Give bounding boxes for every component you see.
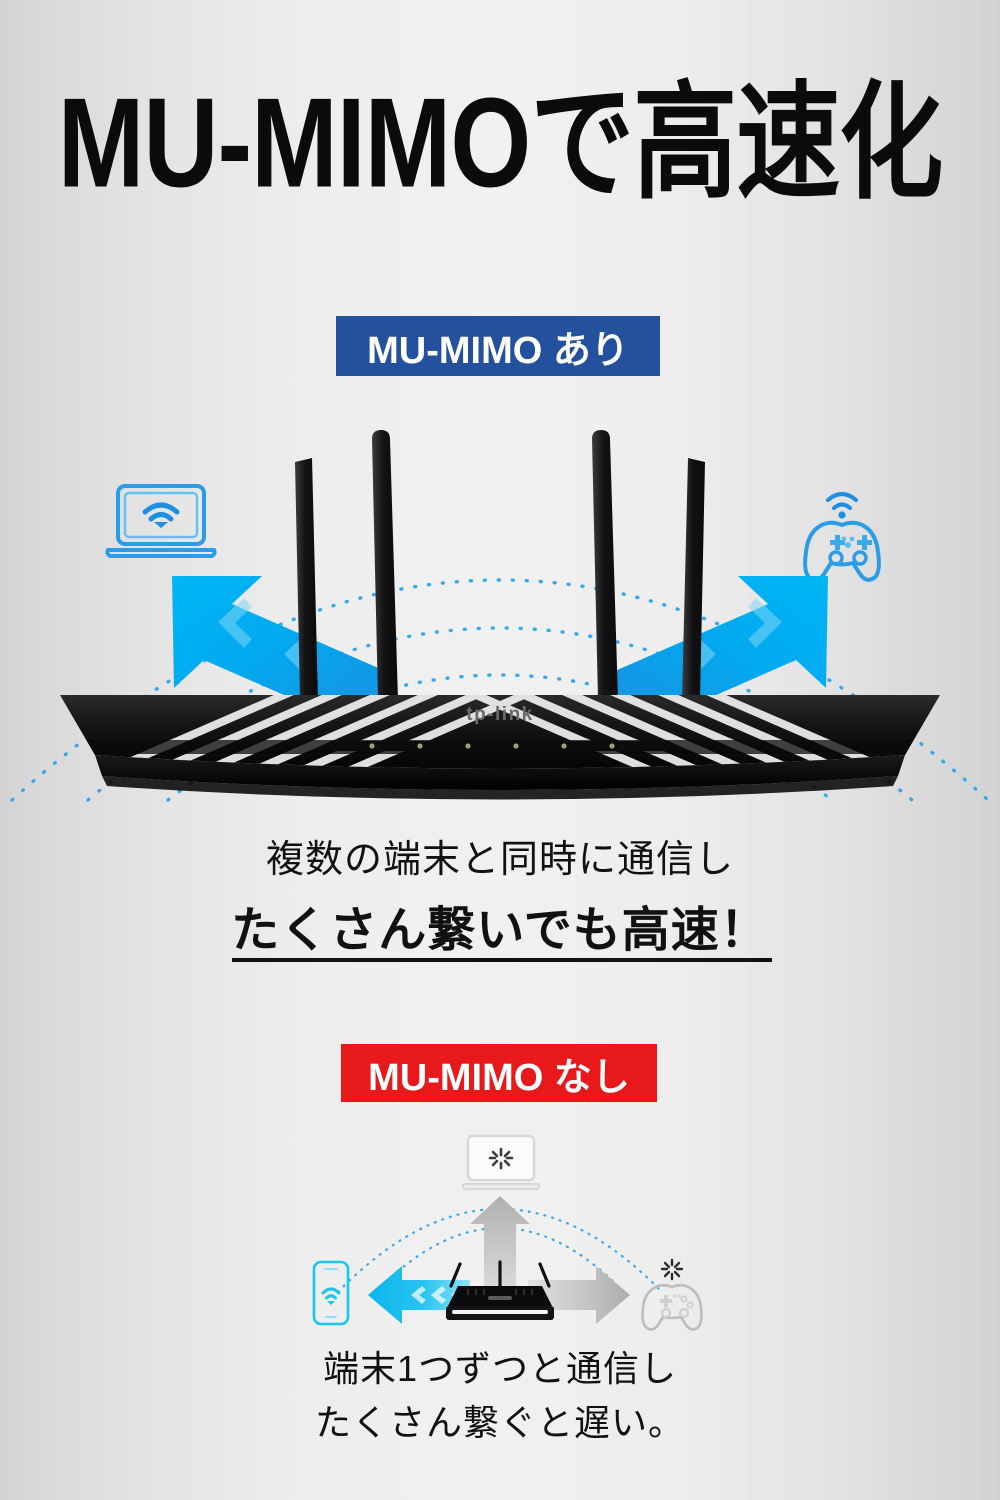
tp-link-brand-logo: tp-link bbox=[466, 704, 534, 725]
router-vent-pattern bbox=[60, 695, 940, 769]
badge-mu-mimo-enabled-label: MU-MIMO あり bbox=[367, 329, 629, 372]
router-antennas bbox=[295, 430, 705, 700]
gamepad-loading-icon bbox=[641, 1258, 703, 1331]
section-divider bbox=[232, 958, 772, 962]
laptop-loading-icon bbox=[462, 1134, 540, 1191]
basic-wireless-router-device bbox=[446, 1260, 554, 1320]
badge-mu-mimo-disabled-label: MU-MIMO なし bbox=[368, 1056, 630, 1099]
page-title: MU-MIMOで高速化 bbox=[57, 73, 943, 215]
loading-spinner-icon bbox=[660, 1258, 684, 1281]
mu-mimo-disabled-illustration bbox=[312, 1134, 703, 1331]
laptop-wifi-icon bbox=[105, 484, 217, 558]
wireless-router-device: tp-link bbox=[60, 695, 940, 800]
badge-mu-mimo-enabled: MU-MIMO あり bbox=[336, 316, 660, 376]
mu-mimo-enabled-illustration: tp-link bbox=[10, 430, 990, 802]
gamepad-wifi-icon bbox=[803, 492, 881, 582]
loading-spinner-icon bbox=[488, 1147, 514, 1170]
caption-without-mu-mimo-line1: 端末1つずつと通信し bbox=[322, 1348, 678, 1389]
caption-with-mu-mimo-line2: たくさん繋いでも高速！ bbox=[231, 904, 769, 957]
smartphone-wifi-icon bbox=[312, 1260, 350, 1326]
caption-with-mu-mimo-line1: 複数の端末と同時に通信し bbox=[265, 839, 734, 881]
caption-without-mu-mimo-line2: たくさん繋ぐと遅い。 bbox=[314, 1402, 685, 1443]
badge-mu-mimo-disabled: MU-MIMO なし bbox=[341, 1044, 657, 1102]
